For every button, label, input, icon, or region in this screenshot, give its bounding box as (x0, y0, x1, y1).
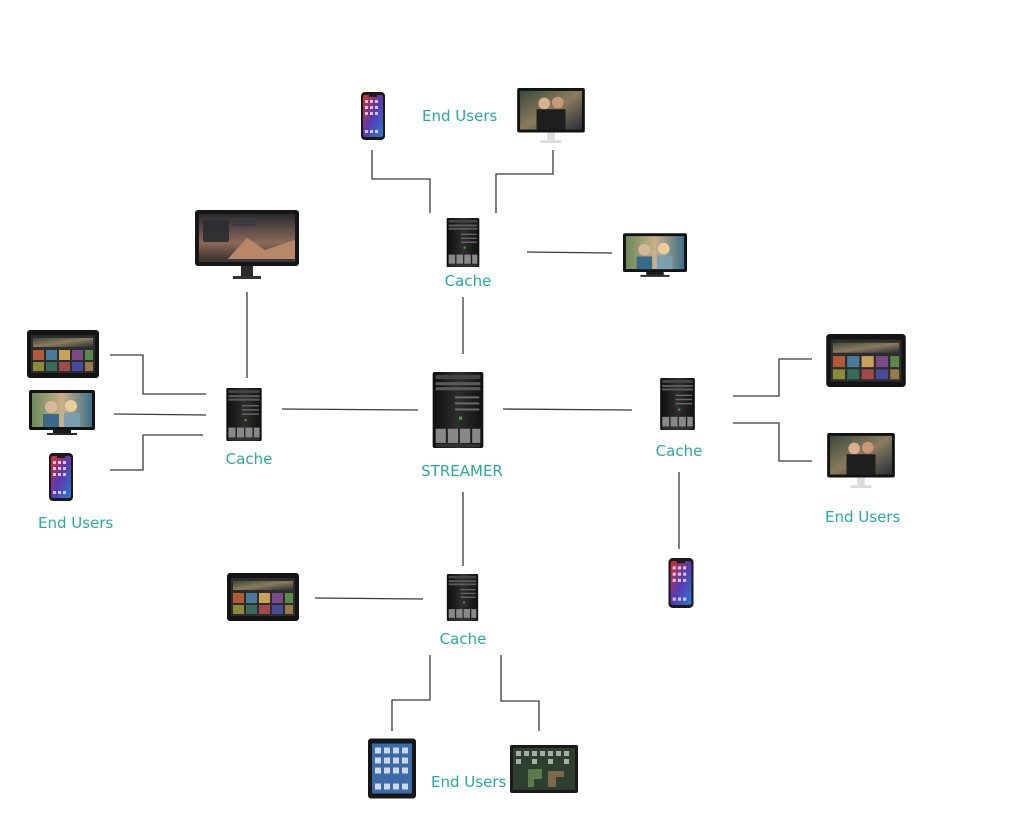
right-phone-icon (668, 558, 694, 608)
bottom-dark-tablet-icon (510, 745, 578, 793)
bottom-ipad-icon (368, 738, 416, 799)
wire-right-tablet (733, 358, 812, 397)
wire-bottom-tablet (314, 597, 424, 600)
wire-bottom-ipad (391, 655, 431, 731)
cache-left-label: Cache (225, 450, 273, 468)
streamer-server-icon (432, 372, 484, 448)
top-monitor-icon (517, 88, 585, 144)
cache-top-label: Cache (444, 272, 492, 290)
wire-top-phone (371, 150, 431, 213)
top-tv-icon (623, 233, 687, 277)
cache-right-server-icon (660, 378, 695, 430)
wire-bottom-dark-tablet (500, 655, 540, 731)
wire-right-monitor (733, 422, 812, 462)
wire-left-tv (113, 413, 207, 416)
wire-streamer-right (502, 408, 633, 411)
cache-left-server-icon (226, 388, 262, 441)
left-imac-icon (195, 210, 299, 279)
right-tablet-icon (826, 334, 906, 387)
end-users-left-label: End Users (38, 514, 114, 532)
streamer-label: STREAMER (421, 462, 503, 480)
wire-top-monitor (495, 150, 554, 213)
right-monitor-icon (827, 433, 895, 489)
left-tv-icon (29, 390, 95, 435)
end-users-top-label: End Users (422, 107, 498, 125)
cache-right-label: Cache (655, 442, 703, 460)
bottom-tablet-icon (227, 573, 299, 621)
top-phone-icon (361, 92, 385, 140)
end-users-right-label: End Users (825, 508, 901, 526)
cache-top-server-icon (446, 218, 480, 267)
cache-bottom-label: Cache (439, 630, 487, 648)
left-tablet-icon (27, 330, 99, 378)
end-users-bottom-label: End Users (431, 773, 507, 791)
wire-left-phone (110, 434, 203, 471)
wire-top-tv (526, 251, 613, 254)
cache-bottom-server-icon (446, 574, 479, 621)
wire-streamer-left (281, 408, 419, 411)
wire-left-tablet (110, 354, 206, 395)
left-phone-icon (49, 453, 73, 501)
connections (110, 150, 812, 731)
